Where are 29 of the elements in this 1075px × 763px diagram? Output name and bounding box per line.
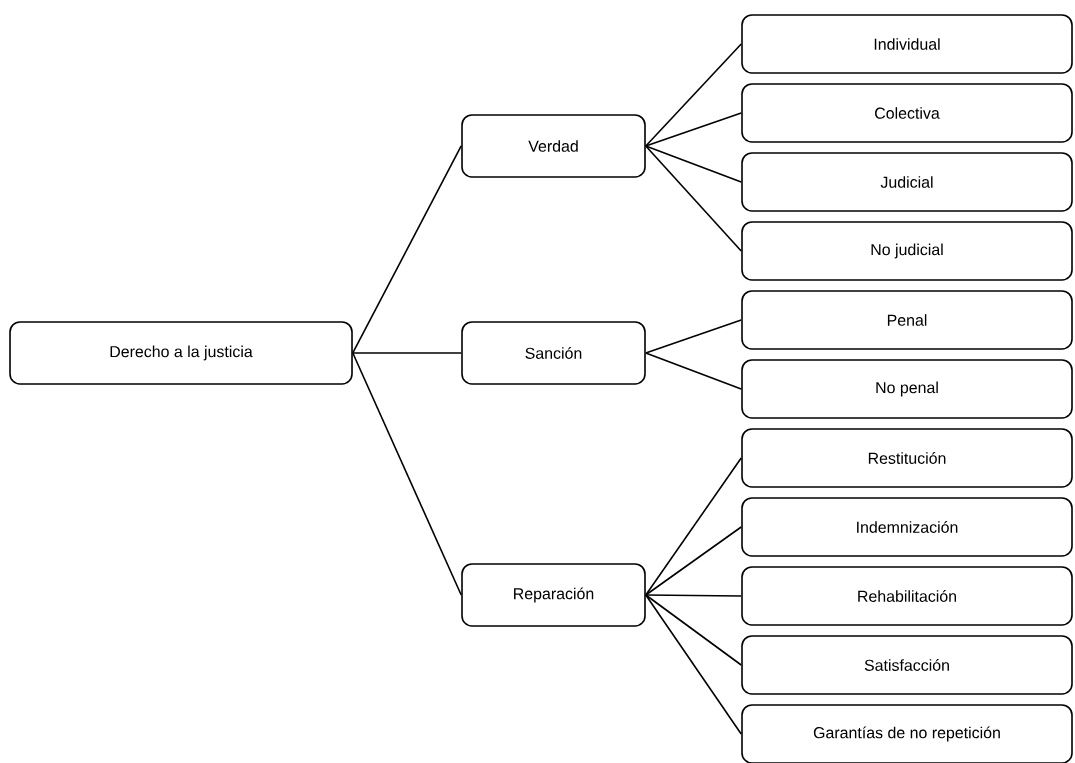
connector-line — [645, 145, 742, 183]
process-box: Indemnización — [741, 497, 1073, 557]
process-box: Garantías de no repetición — [741, 704, 1073, 763]
process-box: Colectiva — [741, 83, 1073, 143]
connector-line — [645, 594, 742, 735]
process-box: Restitución — [741, 428, 1073, 488]
process-box: Sanción — [461, 321, 646, 385]
connector-line — [645, 457, 742, 596]
connector-line — [352, 352, 462, 354]
connector-line — [352, 145, 462, 354]
process-box: Derecho a la justicia — [9, 321, 353, 385]
process-box: Satisfacción — [741, 635, 1073, 695]
connector-line — [645, 526, 742, 596]
connector-line — [645, 145, 742, 252]
process-box: No judicial — [741, 221, 1073, 281]
connector-line — [645, 594, 742, 666]
connector-line — [352, 352, 462, 596]
process-box: Judicial — [741, 152, 1073, 212]
connector-line — [645, 112, 742, 147]
connector-line — [645, 319, 742, 354]
connector-line — [645, 594, 742, 597]
process-box: Rehabilitación — [741, 566, 1073, 626]
connector-line — [645, 352, 742, 390]
process-box: Verdad — [461, 114, 646, 178]
process-box: Penal — [741, 290, 1073, 350]
process-box: Individual — [741, 14, 1073, 74]
process-box: Reparación — [461, 563, 646, 627]
process-box: No penal — [741, 359, 1073, 419]
connector-line — [645, 43, 742, 147]
